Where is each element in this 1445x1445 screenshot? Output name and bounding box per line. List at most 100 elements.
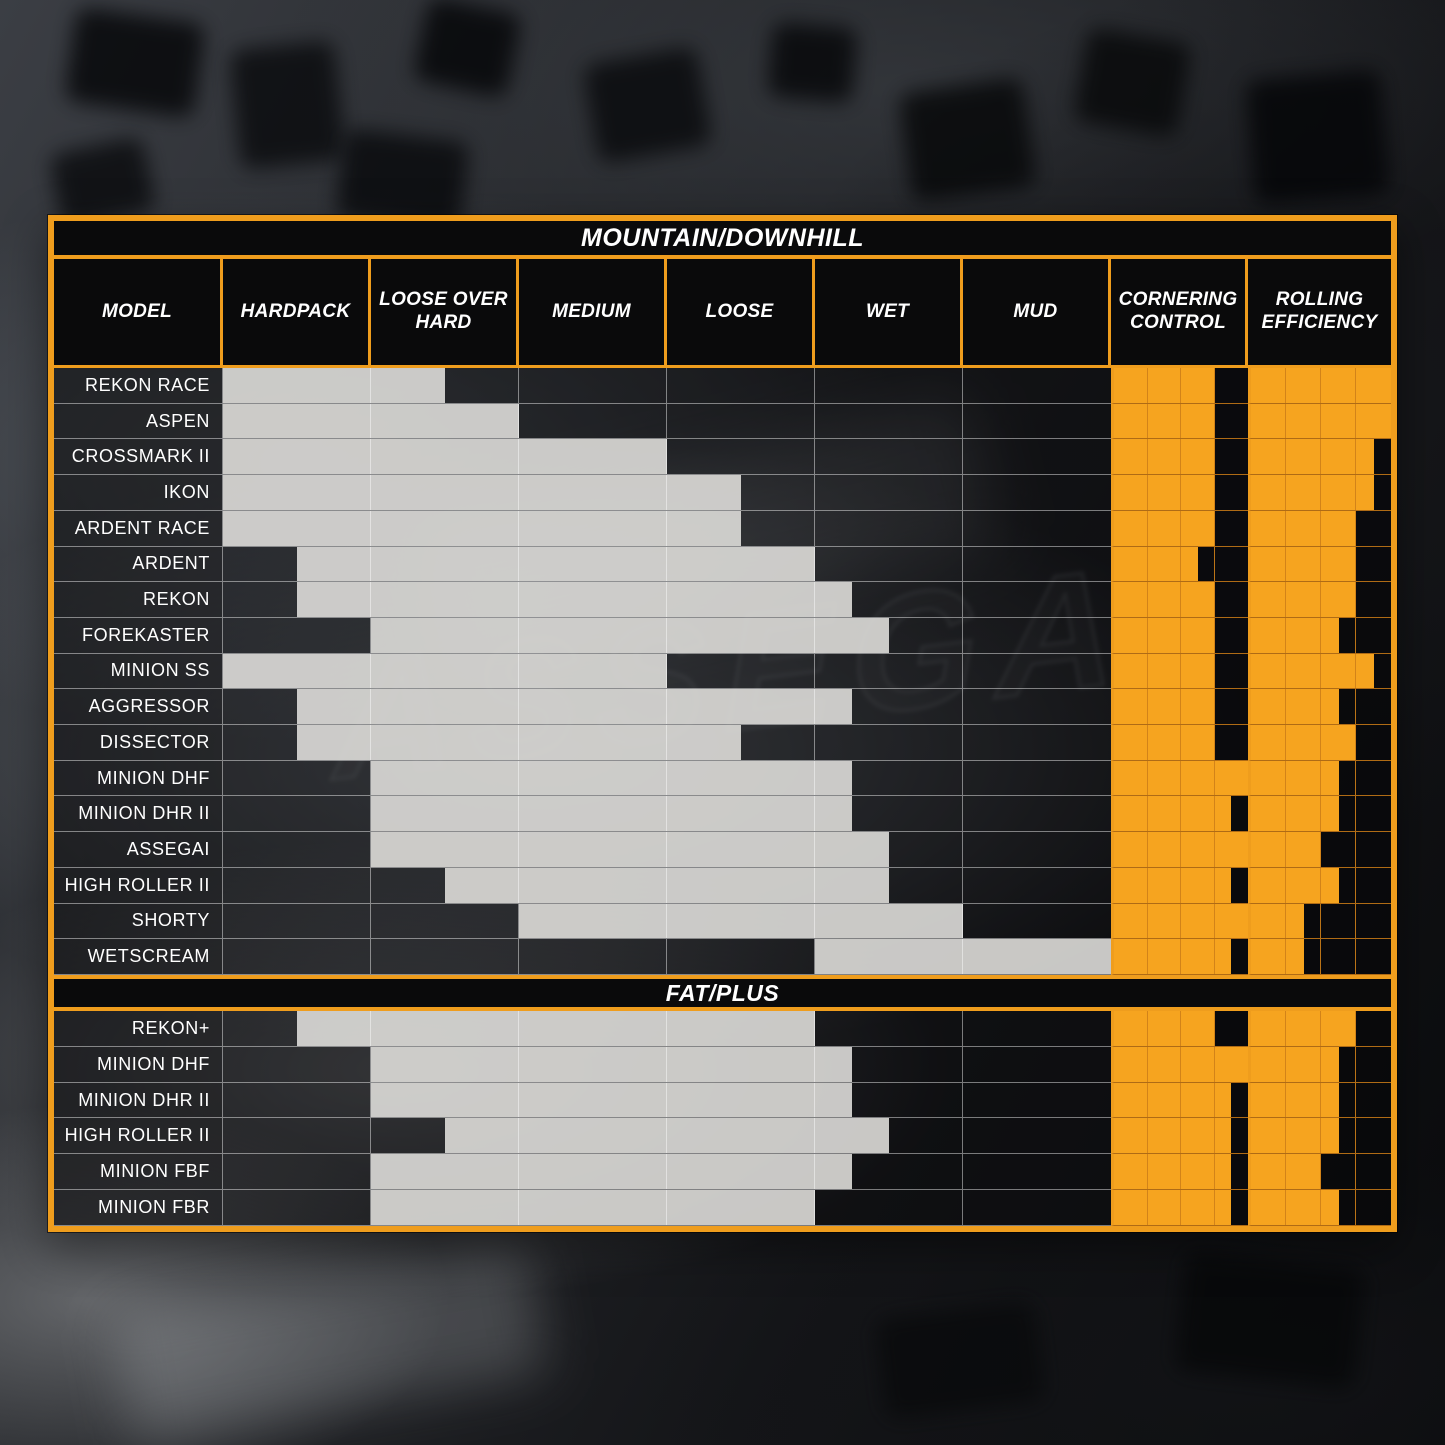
rating-grid-cell	[1181, 546, 1215, 582]
terrain-bar	[370, 1190, 815, 1225]
terrain-grid-cell	[667, 939, 815, 974]
terrain-grid-cell	[371, 439, 519, 475]
terrain-bar	[296, 725, 741, 760]
terrain-grid-cell	[963, 618, 1111, 653]
terrain-grid-cell	[815, 475, 963, 510]
rolling-efficiency-rating	[1248, 903, 1391, 940]
rating-bar	[1114, 760, 1248, 796]
rating-grid-cell	[1286, 617, 1321, 653]
terrain-grid-cell	[815, 1154, 963, 1190]
rating-bar	[1114, 1118, 1232, 1154]
terrain-grid-cell	[667, 1118, 815, 1154]
terrain-range	[223, 475, 1111, 511]
terrain-grid-cell	[223, 582, 371, 617]
rating-bar	[1251, 368, 1391, 403]
terrain-grid-cell	[667, 725, 815, 760]
model-name: AGGRESSOR	[54, 689, 223, 726]
terrain-grid-cell	[371, 475, 519, 510]
rating-grid-cell	[1181, 689, 1215, 725]
rating-grid-cell	[1181, 439, 1215, 475]
rating-grid-cell	[1356, 439, 1391, 474]
column-header-cornering-control: CORNERING CONTROL	[1111, 259, 1248, 365]
terrain-grid-cell	[519, 689, 667, 725]
rolling-efficiency-rating	[1248, 725, 1391, 761]
rating-grid-cell	[1181, 1190, 1215, 1225]
terrain-grid-cell	[815, 689, 963, 725]
rating-bar	[1114, 725, 1215, 760]
rating-grid-cell	[1286, 403, 1321, 439]
terrain-grid-cell	[963, 904, 1111, 939]
terrain-grid-cell	[667, 760, 815, 796]
rating-grid-cell	[1321, 368, 1356, 403]
section-title-fat-plus: FAT/PLUS	[54, 975, 1391, 1011]
rating-bar	[1114, 653, 1215, 689]
rating-bar	[1114, 439, 1215, 475]
rating-grid-cell	[1321, 1046, 1356, 1082]
rating-bar	[1251, 403, 1391, 439]
terrain-grid-cell	[815, 903, 963, 939]
rating-grid-cell	[1215, 796, 1249, 831]
table-row: MINION DHR II	[54, 1082, 1391, 1119]
terrain-grid-cell	[667, 617, 815, 653]
rating-grid-cell	[1114, 546, 1148, 582]
rating-grid-cell	[1286, 653, 1321, 689]
tread-block	[582, 45, 713, 165]
rolling-efficiency-rating	[1248, 1154, 1391, 1191]
cornering-control-rating	[1111, 1118, 1248, 1155]
tread-block	[1244, 69, 1391, 206]
terrain-grid-cell	[519, 475, 667, 510]
rating-bar	[1114, 832, 1248, 867]
rating-grid-cell	[1356, 475, 1391, 510]
model-name: WETSCREAM	[54, 939, 223, 975]
rating-grid-cell	[1181, 617, 1215, 653]
terrain-grid-cell	[667, 1154, 815, 1190]
rating-grid-cell	[1181, 1082, 1215, 1118]
terrain-grid-cell	[223, 903, 371, 939]
terrain-grid-cell	[371, 617, 519, 653]
table-row: FOREKASTER	[54, 617, 1391, 654]
terrain-grid-cell	[519, 546, 667, 582]
model-name: MINION DHF	[54, 1046, 223, 1083]
terrain-grid-cell	[963, 1154, 1111, 1189]
rating-grid-cell	[1356, 368, 1391, 403]
rating-grid-cell	[1321, 867, 1356, 903]
terrain-grid-cell	[519, 403, 667, 439]
terrain-bar	[223, 439, 667, 475]
cornering-control-rating	[1111, 653, 1248, 690]
table-row: AGGRESSOR	[54, 689, 1391, 726]
tread-block	[874, 1300, 1046, 1420]
rating-grid-cell	[1114, 475, 1148, 510]
rating-grid-cell	[1321, 546, 1356, 582]
model-name: MINION DHR II	[54, 1082, 223, 1119]
terrain-grid-cell	[963, 796, 1111, 831]
cornering-control-rating	[1111, 725, 1248, 761]
rating-grid-cell	[1215, 475, 1249, 510]
terrain-grid-cell	[371, 796, 519, 832]
terrain-grid-cell	[223, 439, 371, 475]
rating-grid-cell	[1251, 1154, 1286, 1190]
rating-grid-cell	[1251, 1190, 1286, 1225]
rating-grid-cell	[1321, 796, 1356, 832]
terrain-bar	[223, 510, 741, 546]
rolling-efficiency-rating	[1248, 939, 1391, 975]
rating-grid-cell	[1321, 1190, 1356, 1225]
terrain-grid-cell	[519, 796, 667, 832]
rating-bar	[1251, 582, 1356, 617]
terrain-range	[223, 1082, 1111, 1119]
terrain-grid-cell	[815, 1046, 963, 1082]
terrain-grid-cell	[963, 439, 1111, 474]
terrain-grid-cell	[815, 796, 963, 832]
rolling-efficiency-rating	[1248, 439, 1391, 476]
table-row: MINION SS	[54, 653, 1391, 690]
terrain-grid-cell	[667, 475, 815, 510]
rating-grid-cell	[1215, 1047, 1249, 1082]
model-name: HIGH ROLLER II	[54, 867, 223, 904]
model-name: MINION FBR	[54, 1190, 223, 1226]
terrain-grid-cell	[667, 903, 815, 939]
rating-grid-cell	[1251, 368, 1286, 403]
rating-grid-cell	[1356, 1190, 1391, 1225]
terrain-grid-cell	[667, 796, 815, 832]
terrain-range	[223, 368, 1111, 404]
rating-grid-cell	[1356, 1118, 1391, 1153]
rating-grid-cell	[1148, 439, 1181, 475]
